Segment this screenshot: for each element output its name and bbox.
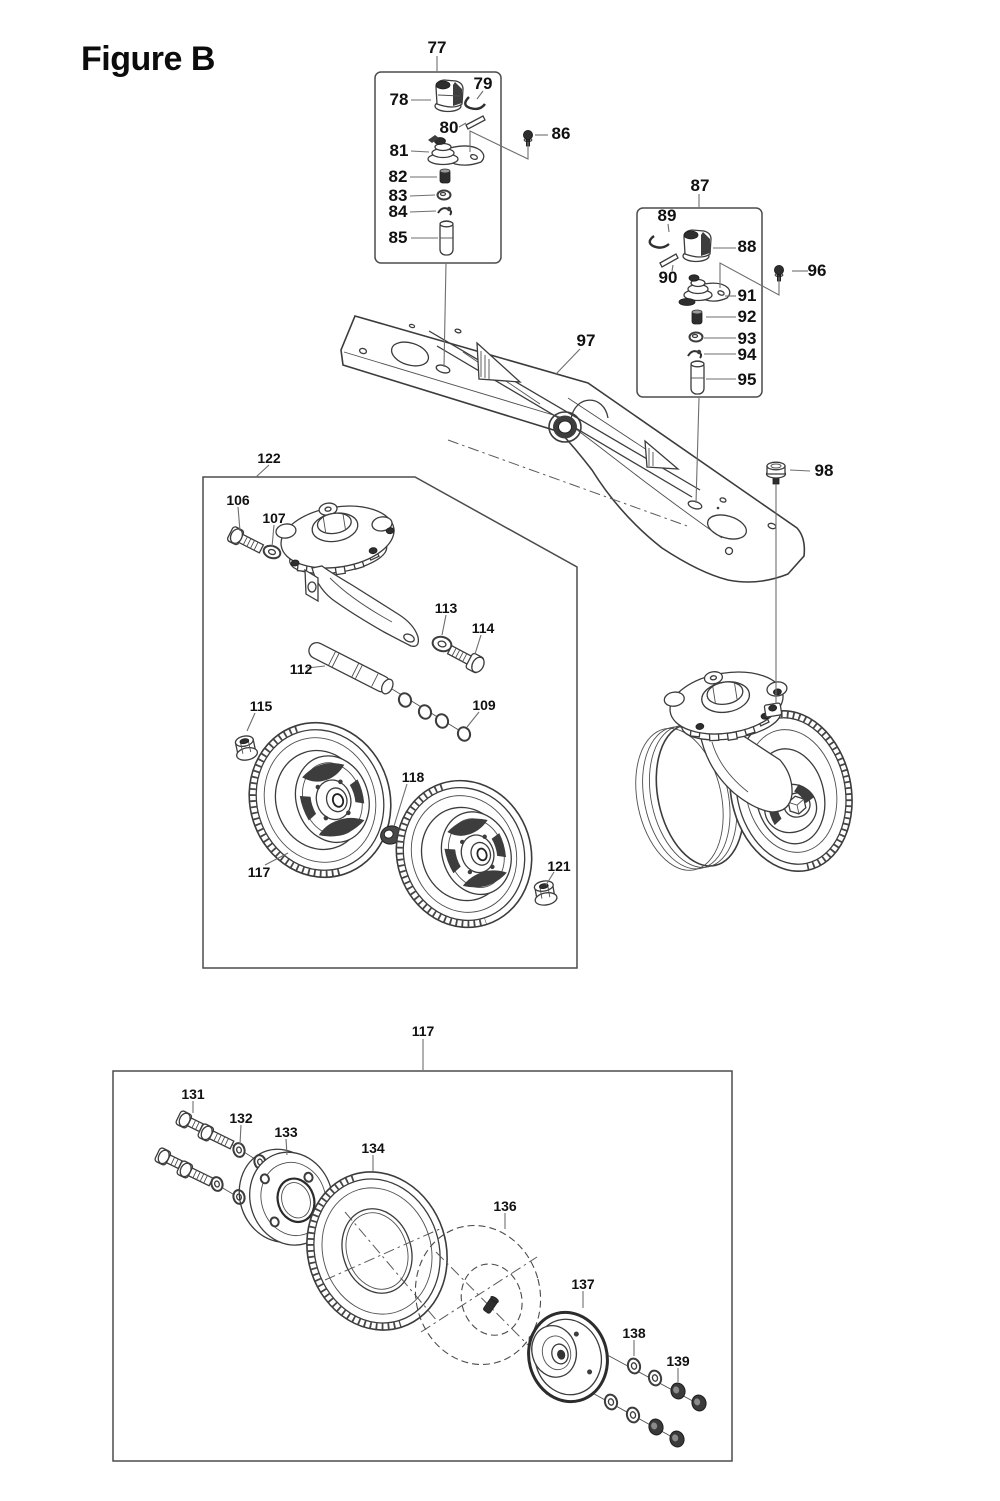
pivot-81 — [427, 135, 485, 166]
callout-part-137: 137 — [571, 1276, 595, 1292]
o-rings-109 — [391, 688, 472, 742]
callout-part-134: 134 — [361, 1140, 385, 1156]
figure-title: Figure B — [81, 40, 215, 78]
callout-part-117-box: 117 — [411, 1023, 435, 1039]
detail-box-117 — [112, 1070, 733, 1462]
callout-part-136: 136 — [493, 1198, 517, 1214]
callout-part-79: 79 — [473, 74, 493, 93]
rim-137 — [527, 1310, 609, 1404]
callout-part-131: 131 — [181, 1086, 205, 1102]
callout-part-92: 92 — [737, 307, 757, 326]
callout-part-88: 88 — [737, 237, 757, 256]
pin-95 — [690, 360, 705, 395]
washers-138 — [603, 1357, 663, 1424]
callout-part-83: 83 — [388, 186, 408, 205]
pin-90 — [659, 253, 679, 268]
detail-box-122 — [202, 476, 578, 969]
screw-86 — [523, 129, 534, 147]
callout-part-97: 97 — [576, 331, 596, 350]
bolts-131 — [154, 1110, 235, 1187]
tire-134 — [306, 1171, 448, 1331]
callout-part-109: 109 — [472, 697, 496, 713]
callout-part-118: 118 — [401, 769, 425, 785]
callout-part-139: 139 — [666, 1353, 690, 1369]
callout-part-91: 91 — [737, 286, 757, 305]
washer-107 — [262, 544, 282, 560]
callout-part-106: 106 — [226, 492, 250, 508]
pivot-91 — [678, 274, 731, 306]
callout-part-112: 112 — [289, 661, 313, 677]
caster-assembly — [635, 671, 853, 873]
callout-part-138: 138 — [622, 1325, 646, 1341]
cap-88 — [682, 229, 712, 263]
callout-part-93: 93 — [737, 329, 757, 348]
detail-box-77 — [374, 71, 502, 264]
callout-part-87: 87 — [690, 176, 710, 195]
ring-83 — [436, 189, 452, 201]
callout-part-121: 121 — [547, 858, 571, 874]
callout-part-95: 95 — [737, 370, 757, 389]
callout-part-132: 132 — [229, 1110, 253, 1126]
callout-part-114: 114 — [471, 620, 495, 636]
pin-80 — [465, 115, 486, 130]
swivel-bracket — [275, 502, 419, 647]
callout-part-115: 115 — [249, 698, 273, 714]
callout-part-78: 78 — [389, 90, 409, 109]
callout-part-77: 77 — [427, 38, 447, 57]
wheel-117-front — [248, 721, 392, 879]
callout-part-113: 113 — [434, 600, 458, 616]
nut-115 — [234, 735, 259, 761]
beam-97 — [340, 315, 806, 583]
inner-tube-136 — [414, 1224, 542, 1366]
nut-121 — [533, 880, 558, 906]
pin-85 — [439, 220, 454, 256]
leader-lines — [192, 56, 811, 1382]
callout-part-86: 86 — [551, 124, 571, 143]
cap-78 — [434, 79, 464, 113]
callout-part-96: 96 — [807, 261, 827, 280]
callout-part-117-wheel: 117 — [247, 864, 271, 880]
callout-part-122: 122 — [257, 450, 281, 466]
callout-part-82: 82 — [388, 167, 408, 186]
callout-part-90: 90 — [658, 268, 678, 287]
clip-94 — [687, 349, 703, 359]
nuts-139 — [648, 1382, 707, 1448]
sleeve-92 — [691, 309, 703, 325]
callout-part-107: 107 — [262, 510, 286, 526]
callout-part-98: 98 — [814, 461, 834, 480]
callout-part-85: 85 — [388, 228, 408, 247]
bolt-106 — [226, 526, 265, 554]
callout-part-133: 133 — [274, 1124, 298, 1140]
axle-112 — [308, 642, 394, 695]
detail-box-87 — [636, 207, 763, 398]
callout-part-84: 84 — [388, 202, 408, 221]
callout-part-81: 81 — [389, 141, 409, 160]
bolt-114 — [446, 644, 485, 674]
bolt-98 — [765, 461, 787, 485]
wheel-117-rear — [395, 779, 533, 929]
callout-part-94: 94 — [737, 345, 757, 364]
clip-89 — [648, 235, 670, 249]
sleeve-82 — [439, 168, 451, 184]
callout-part-80: 80 — [439, 118, 459, 137]
ring-93 — [688, 331, 704, 343]
clip-79 — [464, 96, 486, 111]
callout-part-89: 89 — [657, 206, 677, 225]
clip-84 — [437, 206, 453, 216]
